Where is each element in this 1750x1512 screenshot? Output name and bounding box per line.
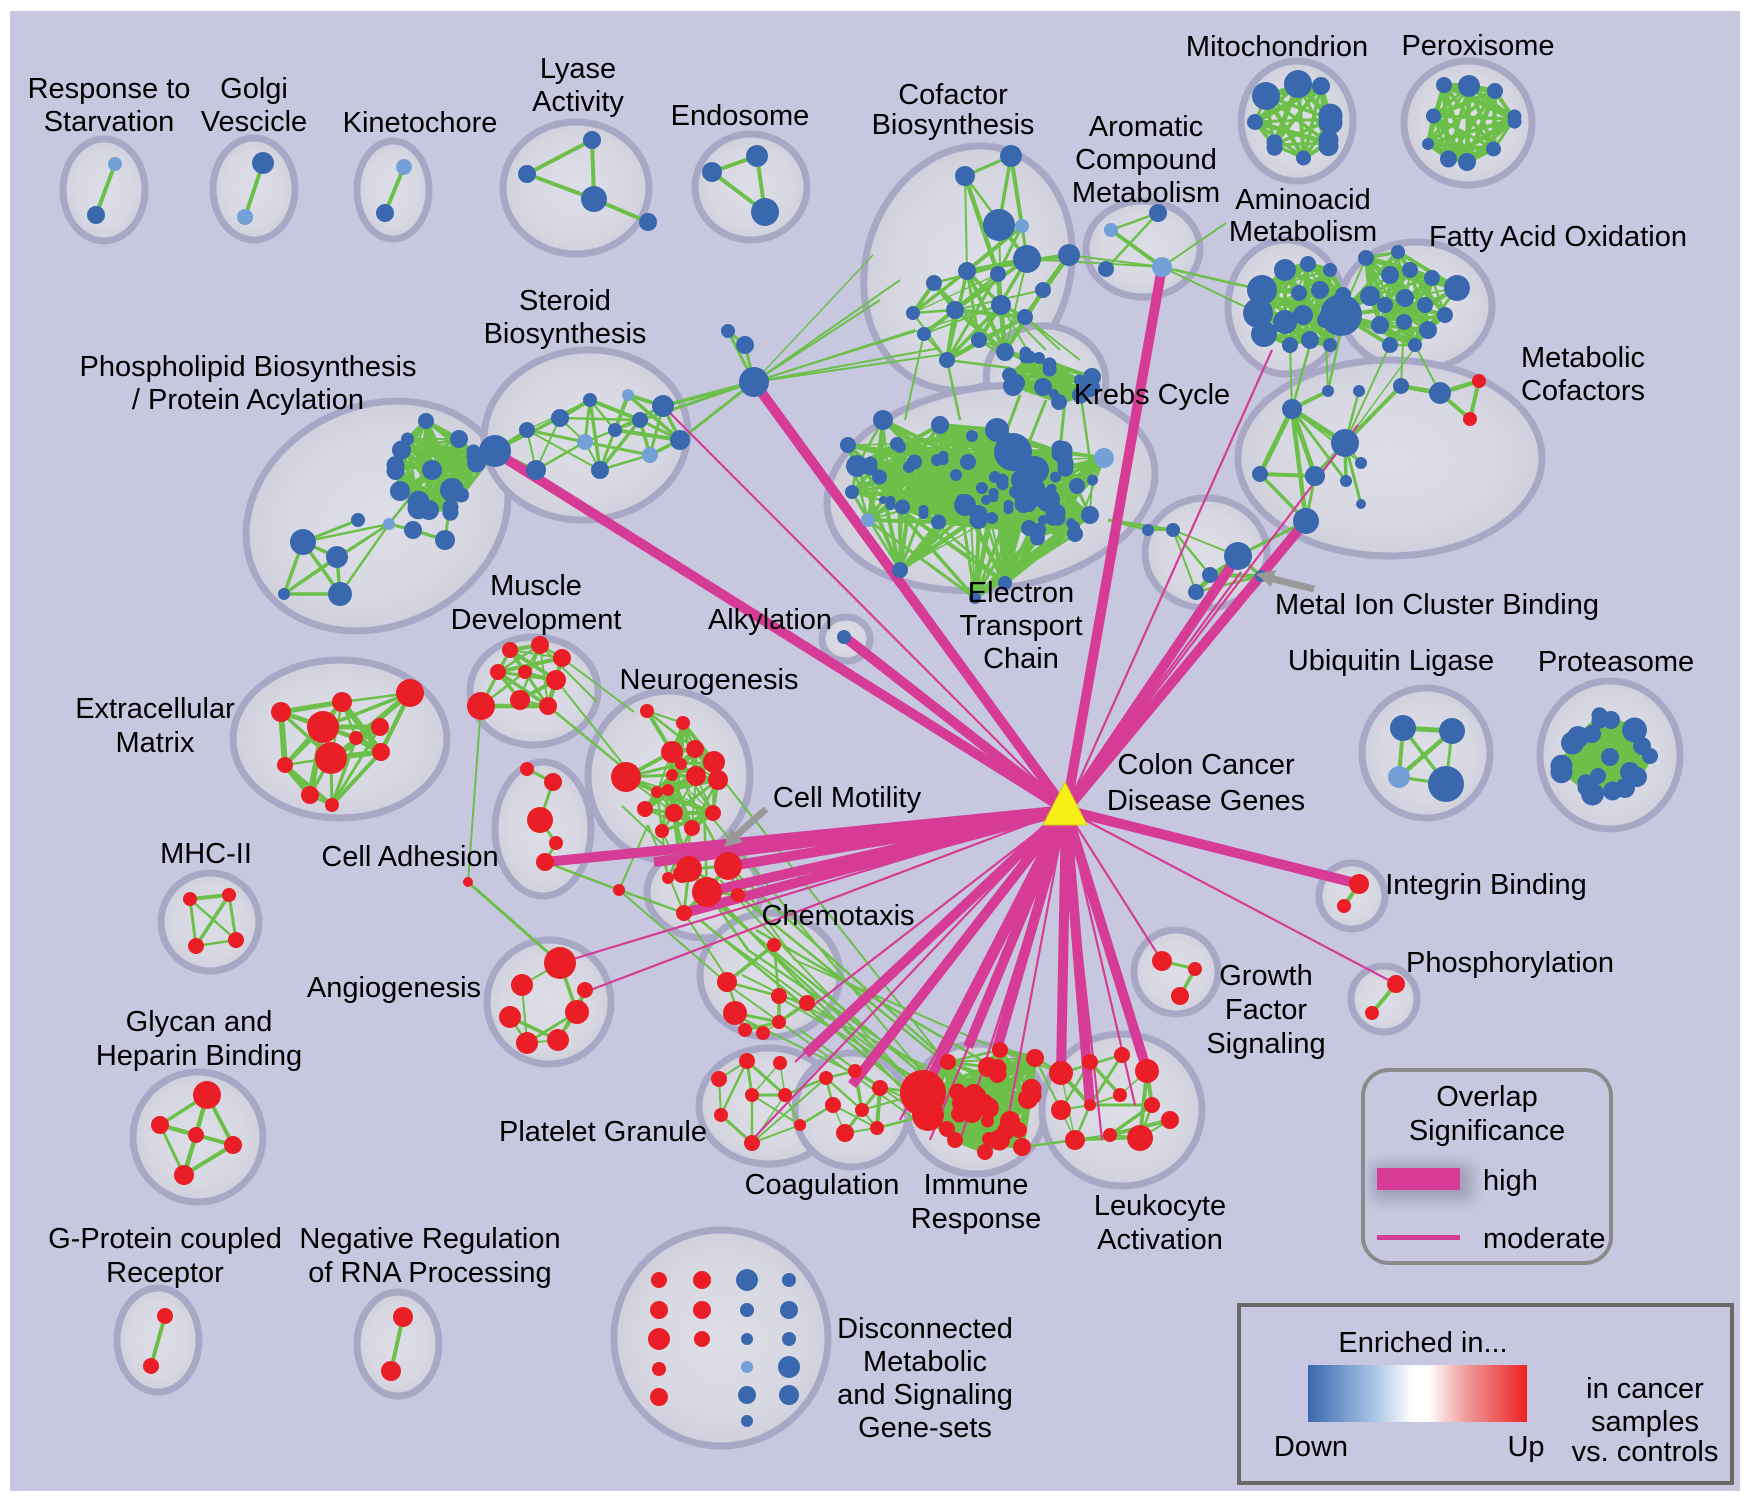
svg-text:Compound: Compound <box>1075 144 1217 176</box>
svg-text:G-Protein coupled: G-Protein coupled <box>48 1223 282 1255</box>
svg-text:and Signaling: and Signaling <box>837 1379 1013 1411</box>
svg-text:Metabolism: Metabolism <box>1072 177 1220 209</box>
svg-text:Krebs Cycle: Krebs Cycle <box>1074 379 1230 411</box>
svg-text:Response to: Response to <box>28 73 191 105</box>
svg-text:Kinetochore: Kinetochore <box>343 107 498 139</box>
svg-text:samples: samples <box>1591 1406 1699 1438</box>
svg-text:Leukocyte: Leukocyte <box>1094 1190 1226 1222</box>
svg-text:of RNA Processing: of RNA Processing <box>308 1257 551 1289</box>
svg-text:Ubiquitin Ligase: Ubiquitin Ligase <box>1288 645 1494 677</box>
svg-text:Cell Motility: Cell Motility <box>773 782 922 814</box>
svg-text:moderate: moderate <box>1483 1223 1606 1255</box>
svg-text:Electron: Electron <box>968 577 1074 609</box>
svg-text:Metabolic: Metabolic <box>1521 342 1645 374</box>
svg-text:Fatty Acid Oxidation: Fatty Acid Oxidation <box>1429 221 1687 253</box>
svg-text:Peroxisome: Peroxisome <box>1401 30 1554 62</box>
svg-text:Negative Regulation: Negative Regulation <box>299 1223 560 1255</box>
svg-text:Golgi: Golgi <box>220 73 288 105</box>
svg-text:Vescicle: Vescicle <box>201 106 307 138</box>
svg-text:Receptor: Receptor <box>106 1257 224 1289</box>
svg-text:Metabolic: Metabolic <box>863 1346 987 1378</box>
svg-text:Activity: Activity <box>532 86 624 118</box>
svg-text:Signaling: Signaling <box>1206 1028 1325 1060</box>
svg-text:Enriched in...: Enriched in... <box>1338 1327 1507 1359</box>
svg-text:Phospholipid Biosynthesis: Phospholipid Biosynthesis <box>80 351 417 383</box>
svg-text:Starvation: Starvation <box>44 106 175 138</box>
svg-text:Aminoacid: Aminoacid <box>1235 184 1370 216</box>
svg-text:Chain: Chain <box>983 643 1059 675</box>
svg-text:Cofactor: Cofactor <box>898 79 1008 111</box>
svg-text:high: high <box>1483 1165 1538 1197</box>
svg-text:in cancer: in cancer <box>1586 1373 1704 1405</box>
svg-text:MHC-II: MHC-II <box>160 838 252 870</box>
svg-text:Aromatic: Aromatic <box>1089 111 1203 143</box>
svg-text:Gene-sets: Gene-sets <box>858 1412 992 1444</box>
svg-text:Metabolism: Metabolism <box>1229 216 1377 248</box>
svg-text:Muscle: Muscle <box>490 570 582 602</box>
svg-text:Cofactors: Cofactors <box>1521 375 1645 407</box>
svg-text:Chemotaxis: Chemotaxis <box>761 900 914 932</box>
svg-text:Colon Cancer: Colon Cancer <box>1117 749 1295 781</box>
svg-text:Angiogenesis: Angiogenesis <box>307 972 481 1004</box>
svg-text:Matrix: Matrix <box>116 727 195 759</box>
svg-text:Neurogenesis: Neurogenesis <box>620 664 799 696</box>
svg-text:Development: Development <box>451 604 622 636</box>
svg-text:Glycan and: Glycan and <box>126 1006 273 1038</box>
svg-text:Significance: Significance <box>1409 1115 1565 1147</box>
svg-text:/ Protein Acylation: / Protein Acylation <box>132 384 364 416</box>
svg-text:Endosome: Endosome <box>671 100 810 132</box>
svg-text:Immune: Immune <box>924 1169 1029 1201</box>
svg-text:Factor: Factor <box>1225 994 1308 1026</box>
svg-text:Growth: Growth <box>1219 960 1312 992</box>
svg-text:Biosynthesis: Biosynthesis <box>484 318 647 350</box>
svg-text:Biosynthesis: Biosynthesis <box>872 109 1035 141</box>
svg-text:Steroid: Steroid <box>519 285 611 317</box>
svg-text:Platelet Granule: Platelet Granule <box>499 1116 707 1148</box>
svg-text:Lyase: Lyase <box>540 53 616 85</box>
svg-text:Response: Response <box>911 1203 1042 1235</box>
svg-text:Coagulation: Coagulation <box>745 1169 900 1201</box>
svg-text:Extracellular: Extracellular <box>75 693 235 725</box>
svg-text:Down: Down <box>1274 1431 1348 1463</box>
svg-text:Mitochondrion: Mitochondrion <box>1186 31 1368 63</box>
svg-text:Proteasome: Proteasome <box>1538 646 1694 678</box>
svg-text:Heparin Binding: Heparin Binding <box>96 1040 302 1072</box>
svg-text:Disconnected: Disconnected <box>837 1313 1013 1345</box>
svg-text:Activation: Activation <box>1097 1224 1223 1256</box>
svg-text:Metal Ion Cluster Binding: Metal Ion Cluster Binding <box>1275 589 1599 621</box>
svg-text:Transport: Transport <box>959 610 1082 642</box>
svg-text:Up: Up <box>1507 1431 1544 1463</box>
svg-text:Overlap: Overlap <box>1436 1081 1538 1113</box>
svg-text:Integrin Binding: Integrin Binding <box>1385 869 1587 901</box>
svg-text:Disease Genes: Disease Genes <box>1107 785 1305 817</box>
svg-text:vs. controls: vs. controls <box>1572 1436 1719 1468</box>
svg-text:Phosphorylation: Phosphorylation <box>1406 947 1614 979</box>
svg-text:Cell Adhesion: Cell Adhesion <box>321 841 498 873</box>
svg-text:Alkylation: Alkylation <box>708 604 832 636</box>
